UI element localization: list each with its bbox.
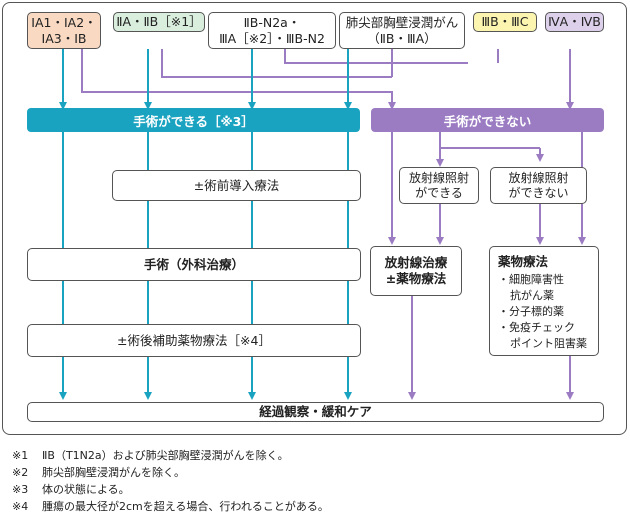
neoadjuvant-therapy-box: ±術前導入療法 bbox=[112, 170, 361, 201]
footnote-4: ※4 腫瘍の最大径が2cmを超える場合、行われることがある。 bbox=[12, 498, 329, 515]
stage-box-iiib-iiic: ⅢB・ⅢC bbox=[473, 12, 537, 32]
footnotes: ※1 ⅡB（T1N2a）および肺尖部胸壁浸潤がんを除く。 ※2 肺尖部胸壁浸潤がんを… bbox=[12, 447, 329, 515]
footnote-1: ※1 ⅡB（T1N2a）および肺尖部胸壁浸潤がんを除く。 bbox=[12, 447, 329, 464]
adjuvant-therapy-box: ±術後補助薬物療法［※4］ bbox=[27, 324, 361, 357]
footnote-3: ※3 体の状態による。 bbox=[12, 481, 329, 498]
stage-box-pancoast: 肺尖部胸壁浸潤がん （ⅡB・ⅢA） bbox=[339, 12, 465, 49]
footnote-mark: ※1 bbox=[12, 449, 29, 462]
radiation-possible-box: 放射線照射 ができる bbox=[399, 167, 479, 204]
stage-box-i: IA1・IA2・ IA3・IB bbox=[27, 12, 101, 49]
drug-item: 抗がん薬 bbox=[510, 289, 554, 303]
footnote-2: ※2 肺尖部胸壁浸潤がんを除く。 bbox=[12, 464, 329, 481]
inoperable-bar: 手術ができない bbox=[371, 108, 604, 132]
stage-box-iva-ivb: ⅣA・ⅣB bbox=[545, 12, 604, 32]
footnote-text: 肺尖部胸壁浸潤がんを除く。 bbox=[42, 466, 185, 480]
surgery-box: 手術（外科治療） bbox=[27, 248, 361, 281]
drug-therapy-box: 薬物療法 ・細胞障害性 抗がん薬 ・分子標的薬 ・免疫チェック ポイント阻害薬 bbox=[489, 246, 599, 356]
chemoradiotherapy-box: 放射線治療 ±薬物療法 bbox=[370, 246, 462, 296]
drug-item: ・細胞障害性 bbox=[498, 273, 564, 287]
footnote-text: ⅡB（T1N2a）および肺尖部胸壁浸潤がんを除く。 bbox=[42, 449, 289, 462]
footnote-mark: ※4 bbox=[12, 500, 29, 514]
footnote-mark: ※3 bbox=[12, 483, 29, 497]
drug-item: ・分子標的薬 bbox=[498, 305, 564, 318]
drug-item: ・免疫チェック bbox=[498, 320, 575, 334]
drug-therapy-title: 薬物療法 bbox=[498, 254, 549, 269]
footnote-text: 腫瘍の最大径が2cmを超える場合、行われることがある。 bbox=[42, 500, 329, 514]
diagram-frame bbox=[2, 2, 627, 435]
radiation-not-possible-box: 放射線照射 ができない bbox=[490, 167, 587, 204]
footnote-text: 体の状態による。 bbox=[42, 483, 130, 497]
drug-item: ポイント阻害薬 bbox=[510, 336, 587, 350]
stage-box-iib-n2a-iiia: ⅡB-N2a・ ⅢA［※2］・ⅢB-N2 bbox=[208, 12, 336, 49]
operable-bar: 手術ができる［※3］ bbox=[27, 108, 360, 132]
footnote-mark: ※2 bbox=[12, 466, 29, 480]
stage-box-iia-iib: ⅡA・ⅡB［※1］ bbox=[113, 12, 205, 32]
purple-connectors bbox=[81, 49, 586, 400]
followup-palliative-care-box: 経過観察・緩和ケア bbox=[27, 402, 604, 422]
